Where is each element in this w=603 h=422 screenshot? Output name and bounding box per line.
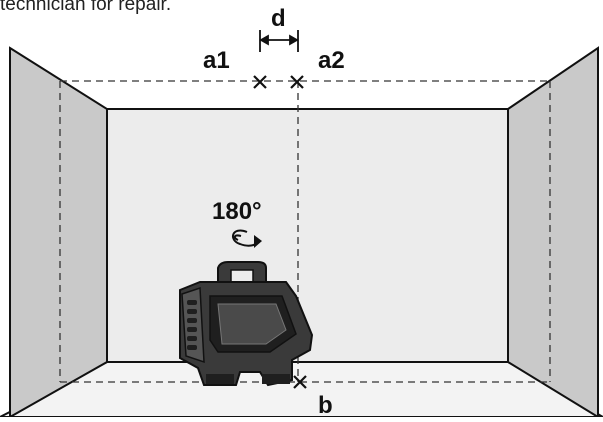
left-wall <box>9 46 108 419</box>
label-rotation: 180° <box>212 198 262 225</box>
rotation-arrow-icon <box>231 229 262 248</box>
mark-b-cross <box>293 375 307 389</box>
mark-a2-cross <box>290 75 304 89</box>
laser-level-device <box>179 261 314 387</box>
laser-lines <box>59 80 551 383</box>
label-a2: a2 <box>318 47 345 74</box>
back-wall <box>106 108 509 363</box>
mark-a1-cross <box>253 75 267 89</box>
label-d: d <box>271 5 286 32</box>
right-wall <box>507 46 599 419</box>
label-a1: a1 <box>203 47 230 74</box>
caption-text: technician for repair. <box>0 0 172 15</box>
label-b: b <box>318 392 333 417</box>
dimension-d <box>259 30 299 52</box>
